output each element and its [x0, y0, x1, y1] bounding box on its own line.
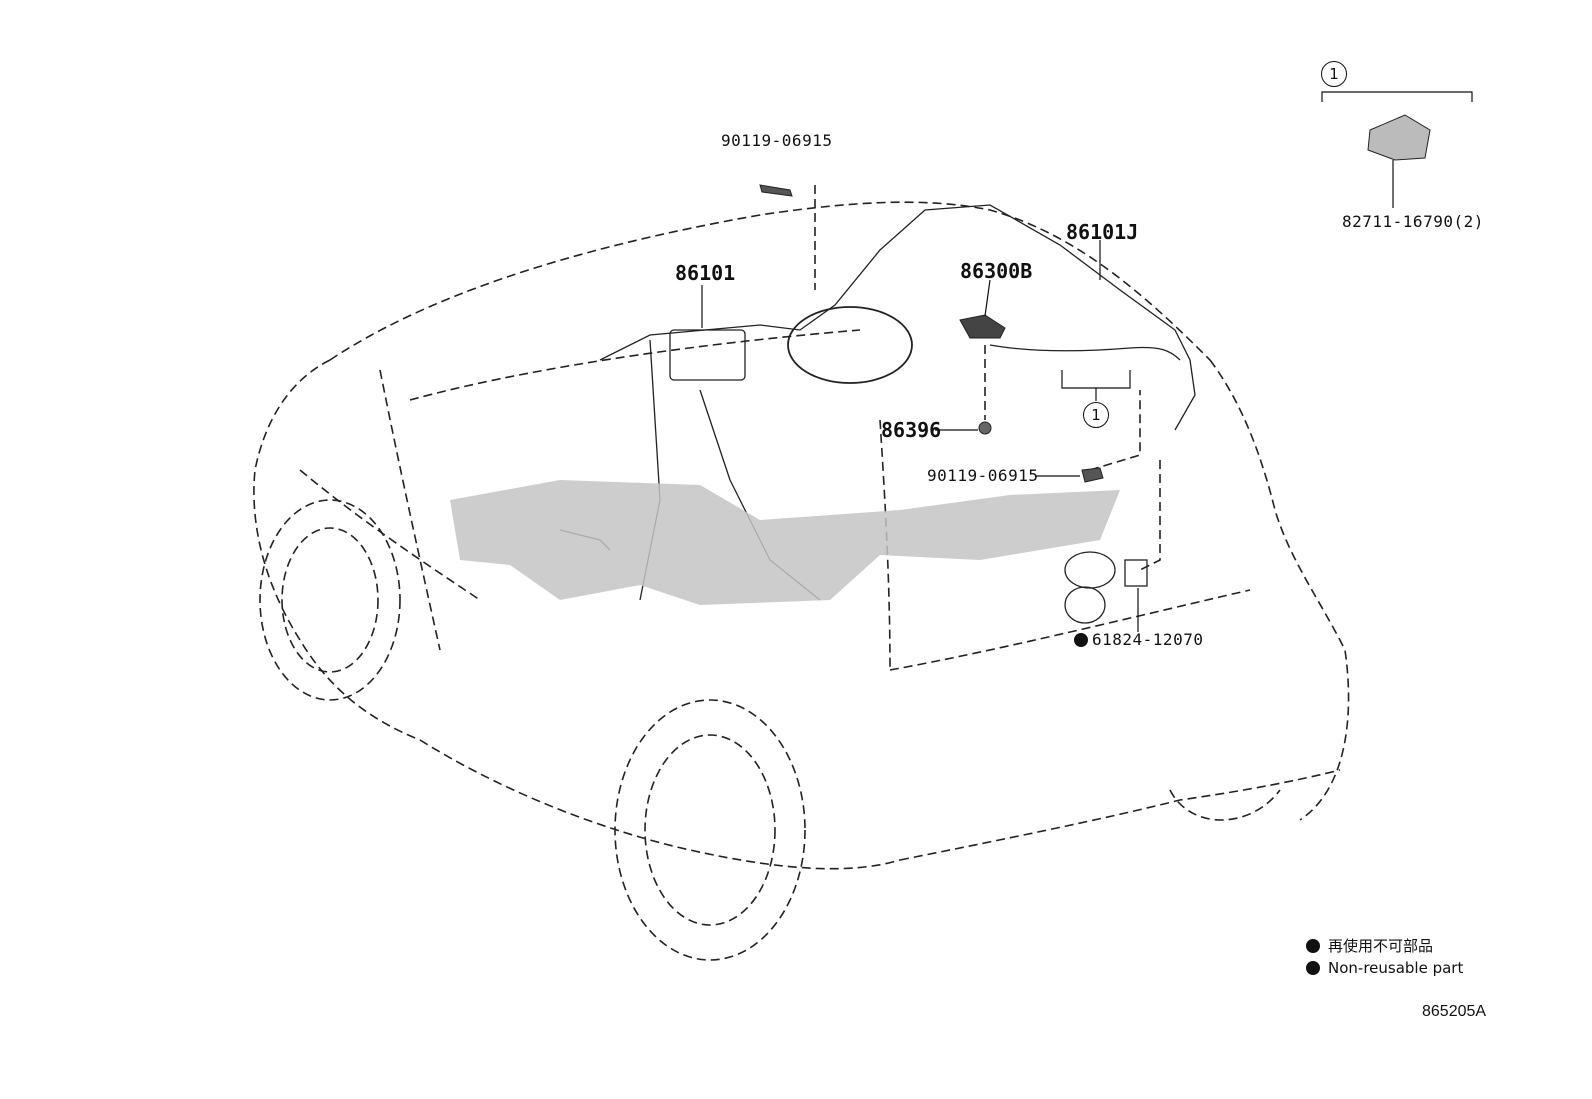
- callout-clamp: 82711-16790(2): [1342, 212, 1484, 231]
- callout-harness-front: 86101: [675, 261, 736, 285]
- rear-bumper: [899, 769, 1341, 861]
- front-wheel-inner: [281, 527, 379, 673]
- dash-line: [409, 329, 861, 401]
- group-ref-mid: 1: [1083, 402, 1109, 428]
- bolt-top-part: [759, 184, 793, 197]
- body-bottom: [419, 739, 901, 870]
- callout-label-part: 61824-12070: [1074, 632, 1203, 648]
- steering-wheel: [787, 306, 913, 384]
- watermark-logo: [450, 480, 1120, 605]
- non-reusable-icon: [1306, 961, 1320, 975]
- callout-nut: 86396: [881, 418, 942, 442]
- callout-antenna: 86300B: [960, 259, 1033, 283]
- leader-bolt-mid: [1089, 390, 1141, 471]
- door-line: [379, 369, 441, 651]
- group-ref-top: 1: [1321, 61, 1347, 87]
- clamp-part: [1367, 114, 1431, 161]
- leader-label: [1139, 460, 1161, 571]
- legend-jp-text: 再使用不可部品: [1328, 937, 1434, 955]
- rear-gate-left: [879, 419, 891, 671]
- legend-jp: 再使用不可部品: [1306, 935, 1433, 956]
- roof-outline: [329, 201, 1211, 361]
- harness-mid: [989, 344, 1181, 361]
- nut-part: [978, 421, 992, 435]
- body-rear-outline: [1209, 359, 1350, 821]
- diagram-code: 865205A: [1422, 1003, 1487, 1020]
- leader-86300B: [984, 279, 991, 317]
- legend-en-text: Non-reusable part: [1328, 959, 1464, 977]
- non-reusable-icon: [1306, 938, 1320, 953]
- legend-en: Non-reusable part: [1306, 959, 1463, 977]
- rear-right-wheel: [1169, 789, 1281, 821]
- rear-window-line: [889, 589, 1251, 671]
- rear-wheel-inner: [644, 734, 776, 926]
- callout-bolt-mid: 90119-06915: [927, 466, 1039, 485]
- callout-harness-rear: 86101J: [1066, 220, 1139, 244]
- display-unit: [669, 329, 746, 381]
- rear-wheel-outer: [614, 699, 806, 961]
- group-bracket-top: [1321, 91, 1473, 102]
- body-left-outline: [253, 359, 421, 741]
- bolt-mid-part: [1081, 467, 1104, 483]
- callout-label-part-text: 61824-12070: [1092, 630, 1204, 649]
- label-plate: [1124, 559, 1148, 587]
- tail-lamp-2: [1064, 586, 1106, 624]
- wire-harness-front: [599, 204, 1196, 431]
- antenna-part: [959, 314, 1006, 339]
- callout-bolt-top: 90119-06915: [721, 131, 833, 150]
- group-bracket-mid: [1061, 370, 1131, 389]
- front-wheel-outer: [259, 499, 401, 701]
- tail-lamp-1: [1064, 551, 1116, 589]
- hood-line: [299, 469, 481, 601]
- non-reusable-icon: [1074, 633, 1088, 647]
